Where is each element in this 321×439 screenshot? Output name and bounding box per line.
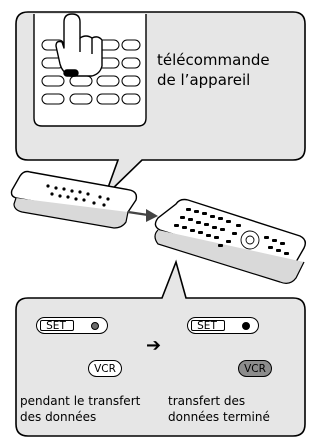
- set-label-before: SET: [46, 319, 66, 332]
- status-panel-balloon: [15, 259, 306, 437]
- vcr-indicator-before: VCR: [88, 360, 122, 377]
- callout-label-line2: de l’appareil: [157, 71, 251, 89]
- set-led-on-icon: [242, 321, 250, 330]
- caption-before-line2: des données: [20, 410, 97, 424]
- set-label-after: SET: [197, 319, 217, 332]
- caption-after-line2: données terminé: [168, 410, 270, 424]
- caption-before-line1: pendant le transfert: [20, 394, 141, 408]
- pressing-hand-icon: [55, 13, 103, 77]
- vcr-label-before: VCR: [94, 362, 116, 375]
- caption-after-line1: transfert des: [168, 394, 246, 408]
- device-remote-icon: [10, 170, 138, 229]
- vcr-label-after: VCR: [244, 362, 266, 375]
- set-led-off-icon: [91, 321, 99, 330]
- set-indicator-after: SET: [187, 317, 259, 334]
- state-arrow-icon: ➔: [146, 335, 162, 356]
- set-button-icon: [40, 320, 74, 331]
- set-indicator-before: SET: [36, 317, 108, 334]
- set-button-icon: [191, 320, 225, 331]
- transfer-arrow-icon: [127, 209, 158, 222]
- callout-label-line1: télécommande: [157, 51, 270, 69]
- vcr-indicator-after: VCR: [238, 360, 272, 377]
- universal-remote-icon: [154, 198, 307, 284]
